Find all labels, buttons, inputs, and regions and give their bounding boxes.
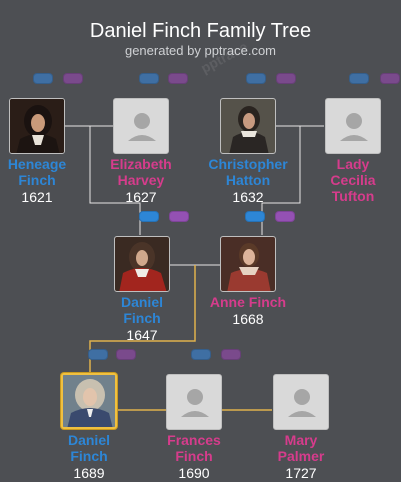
person-silhouette-icon: [340, 113, 368, 141]
expand-mother-icon[interactable]: [221, 349, 241, 360]
person-card-daniel-1689[interactable]: [61, 373, 117, 429]
expand-mother-icon[interactable]: [276, 73, 296, 84]
person-year: 1689: [73, 465, 105, 481]
person-card-mary[interactable]: [273, 374, 329, 430]
person-year: 1647: [126, 327, 158, 343]
person-card-frances[interactable]: [166, 374, 222, 430]
expand-father-icon[interactable]: [33, 73, 53, 84]
person-card-heneage[interactable]: [9, 98, 65, 154]
expand-mother-icon[interactable]: [168, 73, 188, 84]
expand-father-icon[interactable]: [349, 73, 369, 84]
person-name: Anne Finch: [209, 294, 287, 310]
expand-father-icon[interactable]: [139, 73, 159, 84]
expand-mother-icon[interactable]: [169, 211, 189, 222]
expand-mother-icon[interactable]: [116, 349, 136, 360]
person-card-elizabeth[interactable]: [113, 98, 169, 154]
portrait-icon: [115, 237, 169, 291]
expand-father-icon[interactable]: [246, 73, 266, 84]
person-silhouette-icon: [181, 389, 209, 417]
person-silhouette-icon: [128, 113, 156, 141]
person-year: 1632: [232, 189, 264, 205]
portrait-icon: [10, 99, 64, 153]
person-year: 1727: [285, 465, 317, 481]
page-subtitle: generated by pptrace.com: [124, 43, 277, 58]
person-card-daniel-1647[interactable]: [114, 236, 170, 292]
person-year: 1668: [232, 311, 264, 327]
page-title: Daniel Finch Family Tree: [89, 20, 312, 42]
expand-father-icon[interactable]: [88, 349, 108, 360]
expand-father-icon[interactable]: [139, 211, 159, 222]
person-year: 1690: [178, 465, 210, 481]
person-silhouette-icon: [288, 389, 316, 417]
expand-mother-icon[interactable]: [380, 73, 400, 84]
portrait-icon: [221, 99, 275, 153]
person-card-christopher[interactable]: [220, 98, 276, 154]
expand-father-icon[interactable]: [245, 211, 265, 222]
expand-mother-icon[interactable]: [63, 73, 83, 84]
person-year: 1627: [125, 189, 157, 205]
person-card-anne[interactable]: [220, 236, 276, 292]
person-card-cecilia[interactable]: [325, 98, 381, 154]
expand-father-icon[interactable]: [191, 349, 211, 360]
expand-mother-icon[interactable]: [275, 211, 295, 222]
portrait-icon: [221, 237, 275, 291]
portrait-icon: [63, 375, 115, 427]
person-year: 1621: [21, 189, 53, 205]
